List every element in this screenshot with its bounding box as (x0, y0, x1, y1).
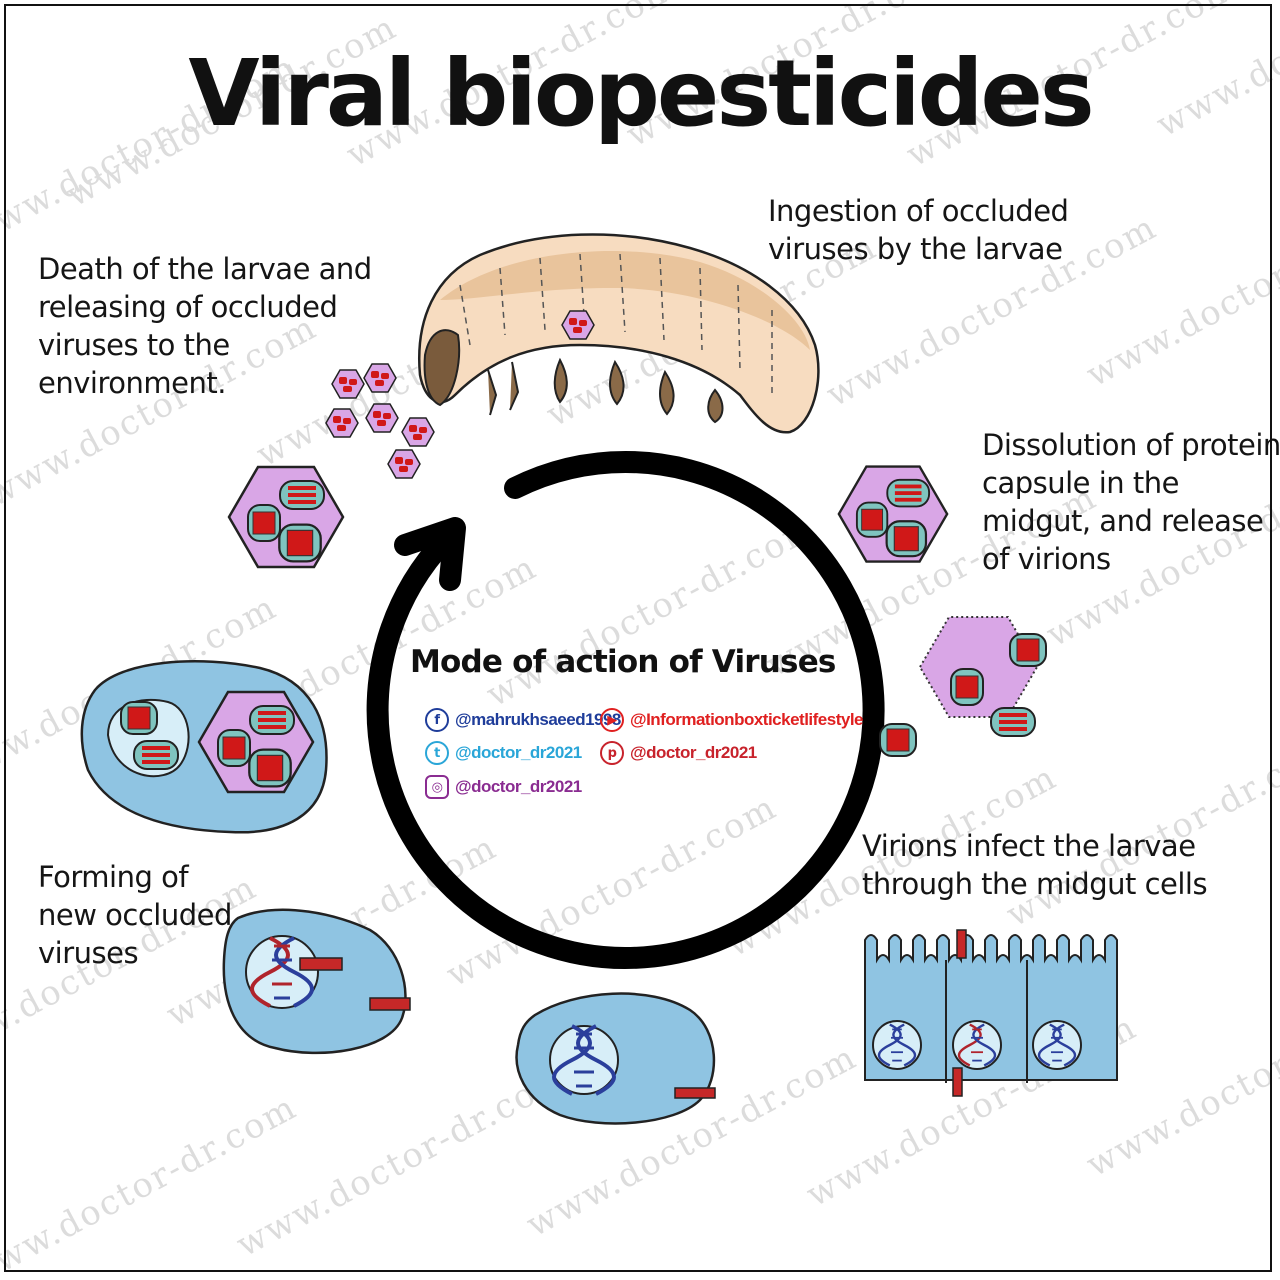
page-title: Viral biopesticides (188, 40, 1094, 147)
twitter-icon: t (425, 741, 449, 765)
label-line: viruses (38, 936, 139, 970)
label-ingestion: Ingestion of occluded viruses by the lar… (768, 192, 1069, 268)
label-line: capsule in the (982, 466, 1179, 500)
social-youtube[interactable]: ▶ @Informationboxticketlifestyle (600, 708, 864, 732)
label-death: Death of the larvae and releasing of occ… (38, 250, 372, 402)
label-line: new occluded (38, 898, 232, 932)
occlusion-body-left (229, 467, 343, 567)
label-infect: Virions infect the larvae through the mi… (862, 827, 1208, 903)
label-line: Ingestion of occluded (768, 194, 1069, 228)
label-line: Forming of (38, 860, 189, 894)
label-line: of virions (982, 542, 1111, 576)
social-instagram[interactable]: ◎ @doctor_dr2021 (425, 775, 582, 799)
instagram-icon: ◎ (425, 775, 449, 799)
label-line: releasing of occluded (38, 290, 338, 324)
label-line: through the midgut cells (862, 867, 1208, 901)
social-handle: @Informationboxticketlifestyle (630, 710, 864, 729)
label-dissolution: Dissolution of protein capsule in the mi… (982, 426, 1280, 578)
infected-cell-replicating (222, 908, 411, 1055)
midgut-cells (864, 929, 1118, 1097)
label-line: viruses to the (38, 328, 230, 362)
label-line: Dissolution of protein (982, 428, 1280, 462)
cycle-arrow (366, 450, 885, 969)
label-forming: Forming of new occluded viruses (38, 858, 232, 972)
social-handle: @doctor_dr2021 (630, 743, 757, 762)
label-line: midgut, and release (982, 504, 1264, 538)
infected-cell-forming (80, 660, 328, 834)
label-line: Virions infect the larvae (862, 829, 1196, 863)
youtube-icon: ▶ (600, 708, 624, 732)
social-handle: @doctor_dr2021 (455, 777, 582, 796)
dissolving-occlusion-body (879, 616, 1047, 757)
pinterest-icon: p (600, 741, 624, 765)
label-line: environment. (38, 366, 226, 400)
center-title: Mode of action of Viruses (410, 644, 836, 680)
social-facebook[interactable]: f @mahrukhsaeed1998 (425, 708, 621, 732)
label-line: Death of the larvae and (38, 252, 372, 286)
infected-cell-entry (515, 992, 716, 1125)
occlusion-body-right (839, 467, 947, 562)
label-line: viruses by the larvae (768, 232, 1063, 266)
social-pinterest[interactable]: p @doctor_dr2021 (600, 741, 757, 765)
social-twitter[interactable]: t @doctor_dr2021 (425, 741, 582, 765)
facebook-icon: f (425, 708, 449, 732)
social-handle: @mahrukhsaeed1998 (455, 710, 621, 729)
social-handle: @doctor_dr2021 (455, 743, 582, 762)
larva-illustration (418, 233, 820, 434)
